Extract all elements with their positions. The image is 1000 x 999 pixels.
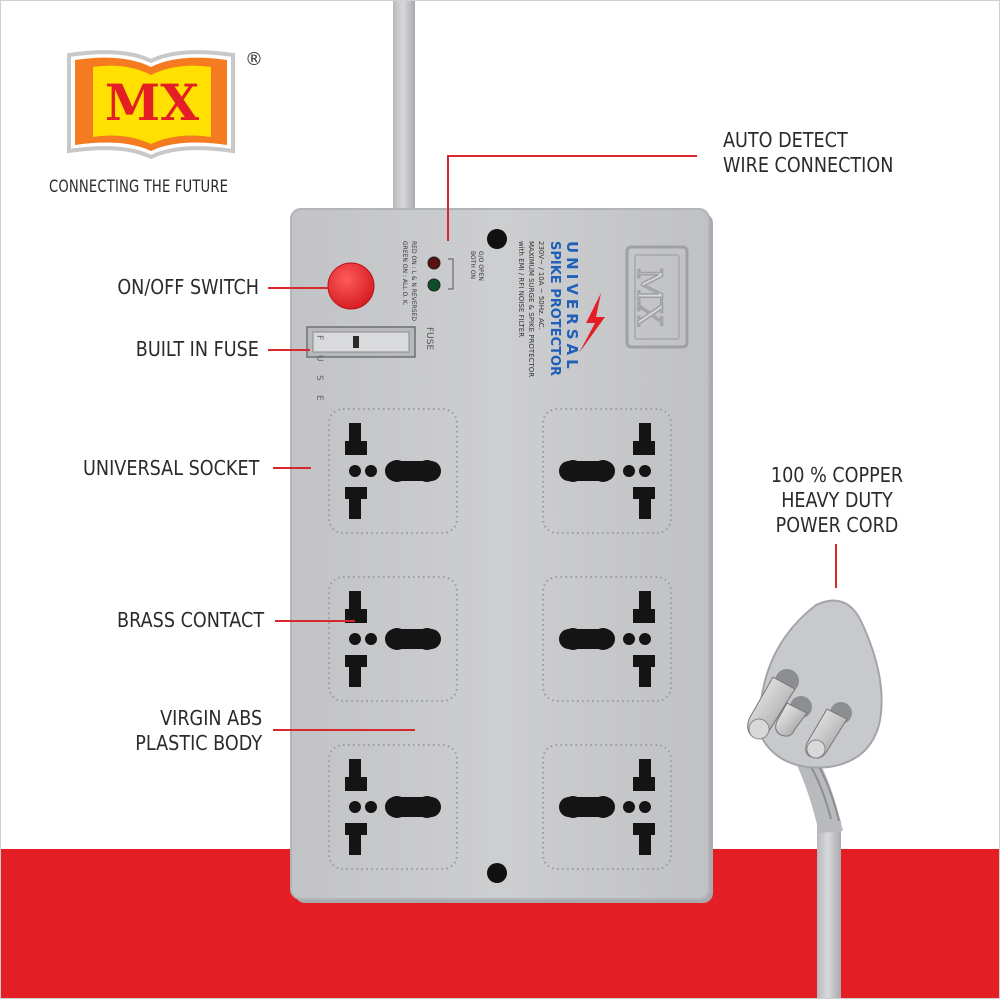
universal-socket-3: [328, 576, 458, 702]
fuse-side-label: FUSE: [424, 327, 434, 350]
strip-body: [290, 208, 710, 900]
callout-virgin-abs: VIRGIN ABS PLASTIC BODY: [135, 706, 262, 756]
brand-tagline: CONNECTING THE FUTURE: [49, 177, 229, 197]
leader-on-off-switch: [268, 287, 328, 289]
leader-built-in-fuse: [268, 349, 310, 351]
leader-auto-detect-h: [447, 155, 697, 157]
leader-auto-detect-v: [447, 155, 449, 241]
green-led-indicator: [427, 278, 441, 292]
led-note-green: GREEN ON : ALL O. K.: [401, 241, 408, 306]
led-note-red: RED ON : L & N REVERSED: [410, 241, 417, 321]
callout-copper-cord-line-2: HEAVY DUTY: [781, 488, 893, 512]
screw-hole-bottom: [487, 863, 507, 883]
universal-socket-4: [542, 576, 672, 702]
plug-pin-left: [775, 696, 812, 737]
device-title-universal: UNIVERSAL: [563, 241, 581, 373]
lightning-bolt-icon: [579, 293, 605, 353]
callout-copper-cord-line-1: 100 % COPPER: [770, 463, 904, 487]
callout-built-in-fuse: BUILT IN FUSE: [135, 337, 259, 361]
leader-brass-contact: [275, 620, 355, 622]
screw-hole-top: [487, 229, 507, 249]
mx-logo: MX: [67, 50, 235, 160]
three-pin-plug: [747, 599, 883, 998]
led-note-open: G/O OPEN: [477, 251, 484, 281]
device-spec-surge: MAXIMUM SURGE & SPIKE PROTECTOR: [527, 241, 535, 377]
callout-on-off-switch: ON/OFF SWITCH: [117, 275, 259, 299]
logo-mx-text: MX: [105, 73, 199, 132]
callout-copper-cord: 100 % COPPER HEAVY DUTY POWER CORD: [749, 463, 925, 538]
universal-socket-5: [328, 744, 458, 870]
leader-virgin-abs: [273, 729, 415, 731]
plug-pin-right: [805, 702, 852, 759]
fuse-holder: [306, 326, 416, 358]
led-bracket: [448, 258, 454, 290]
callout-auto-detect: AUTO DETECT WIRE CONNECTION: [723, 128, 893, 178]
universal-socket-6: [542, 744, 672, 870]
socket-grid: [328, 408, 672, 870]
top-power-cord: [393, 1, 415, 213]
universal-socket-2: [542, 408, 672, 534]
bottom-power-cord: [817, 821, 841, 998]
registered-mark: ®: [245, 49, 263, 70]
callout-copper-cord-line-3: POWER CORD: [775, 513, 899, 537]
red-led-indicator: [427, 256, 441, 270]
leader-universal-socket: [273, 467, 311, 469]
embossed-mx-text: MX: [629, 267, 669, 327]
embossed-mx-plate: [625, 245, 689, 349]
universal-socket-1: [328, 408, 458, 534]
led-note-both: BOTH ON: [469, 251, 476, 279]
fuse-letters-holder: FUSE: [314, 335, 324, 401]
callout-universal-socket: UNIVERSAL SOCKET: [82, 456, 259, 480]
leader-copper-cord: [835, 544, 837, 588]
callout-brass-contact: BRASS CONTACT: [116, 608, 264, 632]
callout-auto-detect-line-2: WIRE CONNECTION: [723, 153, 894, 177]
device-spec-filter: with EMI / RFI NOISE FILTER: [517, 241, 525, 337]
device-title-spike: SPIKE PROTECTOR: [547, 241, 562, 376]
callout-virgin-abs-line-2: PLASTIC BODY: [135, 731, 262, 755]
callout-virgin-abs-line-1: VIRGIN ABS: [159, 706, 262, 730]
callout-auto-detect-line-1: AUTO DETECT: [723, 128, 848, 152]
on-off-switch-button[interactable]: [327, 262, 375, 310]
plug-pin-top: [747, 669, 799, 740]
device-spec-rating: 230V~ / 10A ~ 50Hz. AC.: [537, 241, 545, 330]
